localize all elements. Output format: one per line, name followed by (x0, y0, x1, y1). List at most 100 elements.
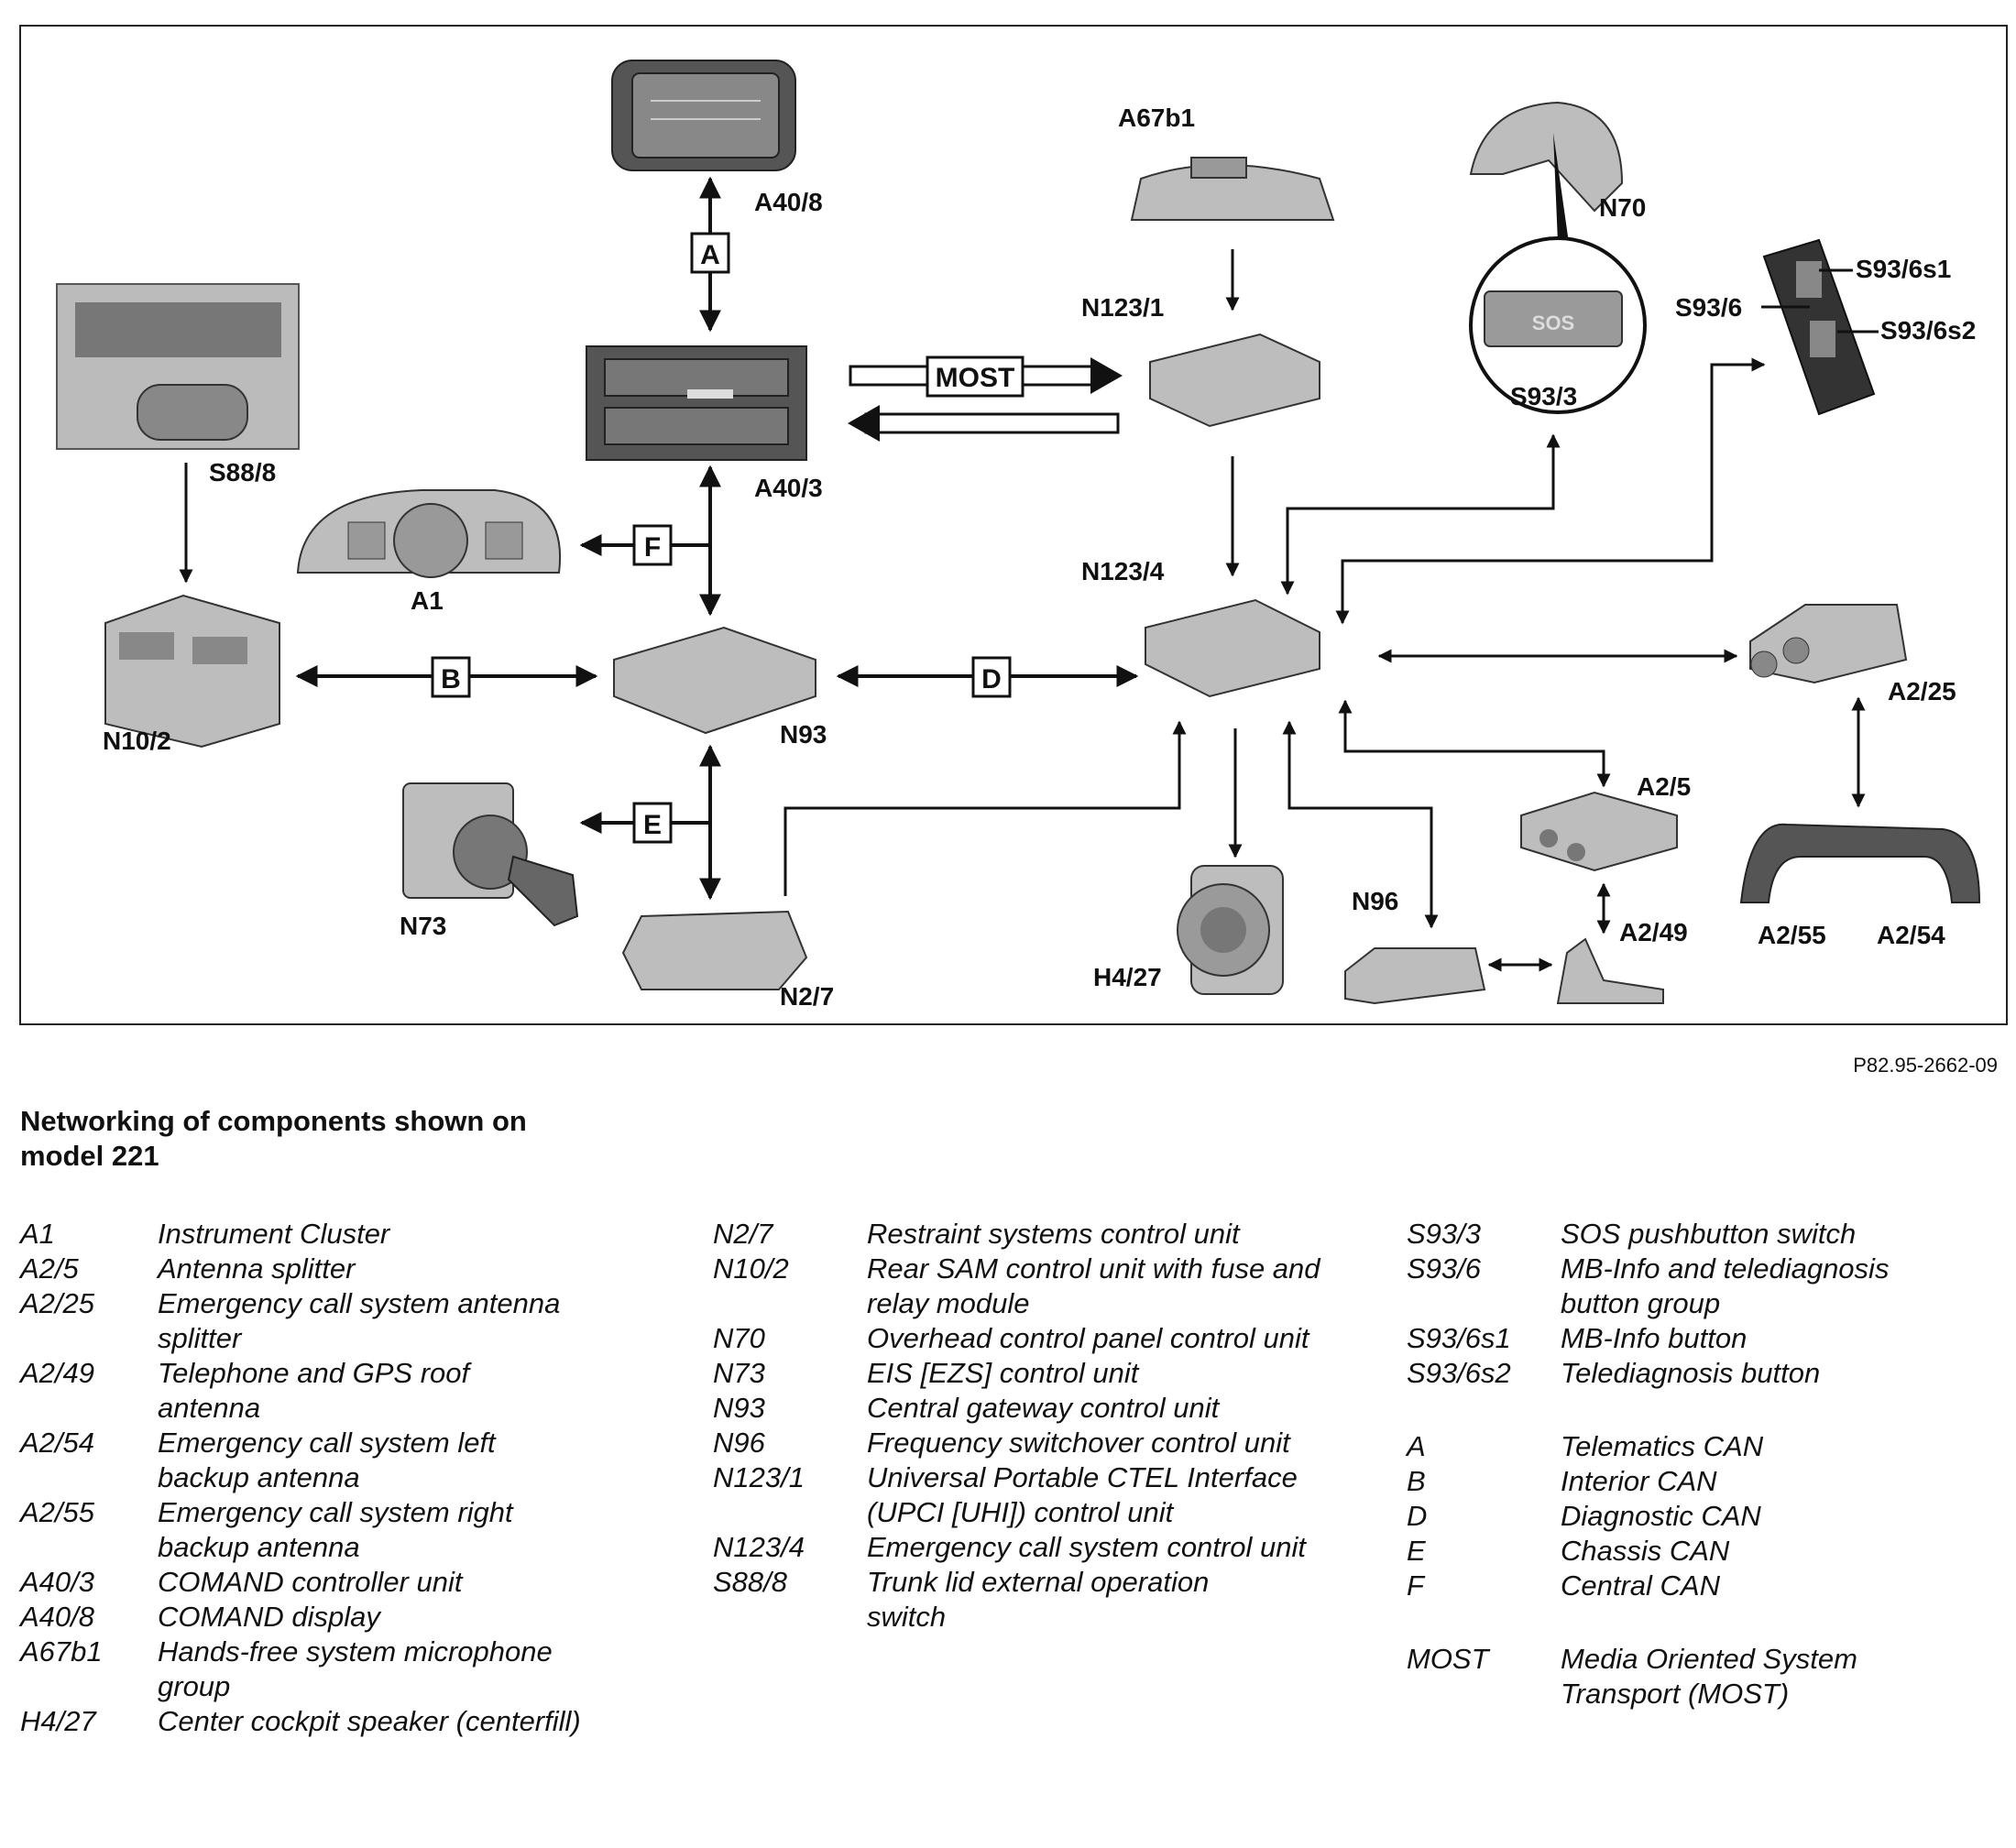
legend-code: S93/6s2 (1407, 1357, 1511, 1389)
a1-instrument-cluster (296, 489, 562, 578)
label-n2-7: N2/7 (780, 982, 834, 1011)
legend-desc: Emergency call system control unit (867, 1531, 1306, 1563)
legend-code: A2/49 (20, 1357, 95, 1389)
legend-row: N10/2 Rear SAM control unit with fuse and… (713, 1252, 1354, 1321)
a67b1-microphone (1130, 157, 1335, 221)
label-a2-55: A2/55 (1758, 921, 1826, 949)
legend-code: N123/1 (713, 1461, 805, 1493)
a2-25-antenna-splitter (1749, 604, 1908, 684)
legend-code: N123/4 (713, 1531, 805, 1563)
legend-code: S93/3 (1407, 1218, 1482, 1250)
legend-row: S93/6 MB-Info and telediagnosis button gr… (1407, 1252, 1993, 1321)
legend-code: N96 (713, 1427, 765, 1459)
network-diagram: SOS (19, 25, 2008, 1025)
label-a2-5: A2/5 (1637, 772, 1691, 801)
label-n70: N70 (1599, 193, 1646, 222)
label-n93: N93 (780, 720, 827, 749)
label-n123-4: N123/4 (1081, 557, 1165, 585)
n123-4-emergency-unit (1145, 598, 1320, 698)
bus-f-label: F (644, 532, 661, 563)
a2-5-antenna-splitter (1520, 791, 1678, 872)
legend-desc: Emergency call system left backup antenn… (158, 1427, 496, 1493)
legend-code: S93/6 (1407, 1252, 1482, 1285)
legend-row: N73 EIS [EZS] control unit (713, 1356, 1354, 1391)
legend-desc: Central CAN (1561, 1569, 1720, 1602)
a2-54-55-backup-antennas (1739, 823, 1981, 903)
label-s93-3: S93/3 (1510, 382, 1577, 410)
legend-desc: Center cockpit speaker (centerfill) (158, 1705, 581, 1737)
legend-spacer (1407, 1391, 1993, 1429)
legend-desc: Telematics CAN (1561, 1430, 1764, 1462)
legend-row: A2/54 Emergency call system left backup a… (20, 1426, 652, 1495)
label-n96: N96 (1352, 887, 1398, 915)
legend-code: A (1407, 1430, 1426, 1462)
legend-desc: MB-Info button (1561, 1322, 1748, 1354)
legend-code: S93/6s1 (1407, 1322, 1511, 1354)
n2-7-restraint-unit (621, 910, 808, 990)
legend-code: A40/3 (20, 1566, 95, 1598)
a40-8-comand-display (611, 60, 796, 171)
bus-f-connection: F (579, 465, 721, 617)
label-s93-6s1: S93/6s1 (1856, 255, 1951, 283)
label-n10-2: N10/2 (103, 727, 171, 755)
label-n123-1: N123/1 (1081, 293, 1164, 322)
label-a2-54: A2/54 (1877, 921, 1945, 949)
figure-code: P82.95-2662-09 (1853, 1054, 1998, 1077)
bus-b-connection: B (295, 656, 598, 698)
legend-row: A Telematics CAN (1407, 1429, 1993, 1464)
legend-desc: Antenna splitter (158, 1252, 356, 1285)
n123-1-upci-unit (1149, 333, 1320, 428)
a40-3-comand-controller (586, 345, 807, 461)
h4-27-speaker (1177, 865, 1284, 995)
legend-desc: EIS [EZS] control unit (867, 1357, 1139, 1389)
n73-eis-unit (402, 782, 579, 927)
legend-code: F (1407, 1569, 1424, 1602)
legend-row: A40/3 COMAND controller unit (20, 1565, 652, 1600)
legend-desc: COMAND controller unit (158, 1566, 463, 1598)
bus-a-connection: A (690, 176, 730, 333)
legend-row: A2/5 Antenna splitter (20, 1252, 652, 1286)
legend-code: S88/8 (713, 1566, 788, 1598)
s88-8-trunk-switch (56, 283, 300, 450)
n96-frequency-unit (1344, 947, 1486, 1005)
bus-e-connection: E (579, 744, 721, 901)
legend-desc: Rear SAM control unit with fuse and rela… (867, 1252, 1320, 1319)
label-a2-25: A2/25 (1888, 677, 1956, 705)
legend-row: F Central CAN (1407, 1569, 1993, 1603)
legend-desc: MB-Info and telediagnosis button group (1561, 1252, 1890, 1319)
legend-code: A67b1 (20, 1635, 103, 1668)
legend-row: S88/8 Trunk lid external operation switch (713, 1565, 1354, 1635)
s93-6-button-group (1762, 238, 1876, 416)
legend-row: N2/7 Restraint systems control unit (713, 1217, 1354, 1252)
bus-b-label: B (441, 664, 461, 694)
label-a67b1: A67b1 (1118, 104, 1195, 132)
legend-code: N2/7 (713, 1218, 773, 1250)
legend-spacer (1407, 1603, 1993, 1642)
legend-desc: Interior CAN (1561, 1465, 1717, 1497)
legend-code: N73 (713, 1357, 765, 1389)
legend-code: N70 (713, 1322, 765, 1354)
legend-code: N10/2 (713, 1252, 789, 1285)
legend-code: A2/54 (20, 1427, 95, 1459)
a2-49-roof-antenna (1556, 937, 1664, 1004)
label-a40-8: A40/8 (754, 188, 823, 216)
legend-desc: Universal Portable CTEL Interface (UPCI … (867, 1461, 1298, 1528)
legend-code: A40/8 (20, 1601, 95, 1633)
legend-desc: Chassis CAN (1561, 1535, 1730, 1567)
legend-desc: Telephone and GPS roof antenna (158, 1357, 470, 1424)
legend-code: A1 (20, 1218, 55, 1250)
legend-desc: Restraint systems control unit (867, 1218, 1240, 1250)
legend-code: A2/5 (20, 1252, 79, 1285)
legend-code: D (1407, 1500, 1428, 1532)
legend-desc: Trunk lid external operation switch (867, 1566, 1210, 1633)
